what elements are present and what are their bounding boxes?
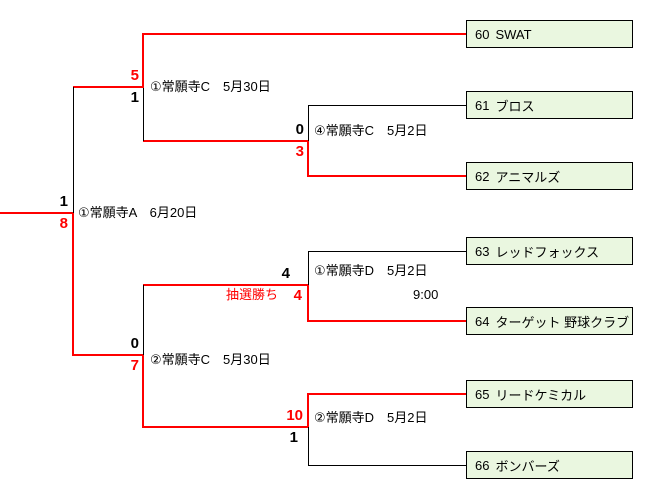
- connector-final-top-vertical: [73, 87, 74, 213]
- connector-semi1-stem: [73, 86, 144, 88]
- team-seed: 62: [475, 168, 490, 184]
- score-quarter4-top: 0: [295, 121, 304, 138]
- connector-quarter4-stem: [143, 140, 309, 142]
- connector-quarter1-stem: [143, 284, 309, 286]
- match-label-semi2: ②常願寺C 5月30日: [150, 352, 271, 367]
- score-semi2-bottom: 7: [130, 357, 139, 374]
- score-quarter4-bottom: 3: [295, 143, 304, 160]
- team-seed: 61: [475, 97, 490, 113]
- connector-team62-arm: [308, 175, 466, 177]
- score-final-top: 1: [59, 193, 68, 210]
- score-quarter2-top: 10: [286, 407, 303, 424]
- connector-team64-arm: [308, 320, 466, 322]
- connector-quarter1-top-vertical: [308, 251, 309, 285]
- connector-semi2-bottom-vertical: [142, 354, 144, 428]
- team-name: ボンバーズ: [495, 458, 560, 474]
- connector-semi2-top-vertical: [143, 285, 144, 355]
- connector-team60-arm: [143, 33, 466, 35]
- score-semi1-bottom: 1: [130, 89, 139, 106]
- score-quarter1-bottom: 4: [293, 287, 302, 304]
- match-label-semi1: ①常願寺C 5月30日: [150, 79, 271, 94]
- team-box-66: 66 ボンバーズ: [466, 451, 633, 479]
- score-semi1-top: 5: [130, 67, 139, 84]
- team-name: SWAT: [495, 26, 532, 42]
- connector-semi2-stem: [73, 354, 144, 356]
- team-name: レッドフォックス: [495, 244, 600, 260]
- connector-semi1-bottom-vertical: [143, 88, 144, 141]
- team-name: リードケミカル: [495, 387, 587, 403]
- match-label-quarter4: ④常願寺C 5月2日: [314, 123, 428, 138]
- team-name: アニマルズ: [495, 169, 561, 185]
- team-name: ブロス: [495, 98, 535, 114]
- connector-quarter2-stem: [143, 426, 309, 428]
- team-name: ターゲット 野球クラブ: [495, 314, 630, 330]
- connector-team61-arm: [308, 105, 466, 106]
- team-box-61: 61 ブロス: [466, 91, 633, 119]
- connector-team65-arm: [308, 393, 466, 395]
- score-semi2-top: 0: [130, 335, 139, 352]
- team-seed: 66: [475, 457, 490, 473]
- team-box-65: 65 リードケミカル: [466, 380, 633, 408]
- connector-quarter4-top-vertical: [308, 105, 309, 141]
- team-box-63: 63 レッドフォックス: [466, 237, 633, 265]
- connector-quarter2-bottom-vertical: [308, 427, 309, 466]
- lottery-win-note: 抽選勝ち: [225, 287, 278, 302]
- team-box-62: 62 アニマルズ: [466, 162, 633, 190]
- connector-quarter4-bottom-vertical: [307, 140, 309, 177]
- match-time-quarter1: 9:00: [413, 287, 439, 302]
- score-quarter2-bottom: 1: [289, 429, 298, 446]
- score-final-bottom: 8: [59, 215, 68, 232]
- team-seed: 60: [475, 26, 490, 42]
- connector-final-stem: [0, 212, 74, 214]
- match-label-final: ①常願寺A 6月20日: [78, 205, 198, 220]
- connector-final-bottom-vertical: [72, 212, 74, 356]
- team-seed: 63: [475, 243, 490, 259]
- team-box-64: 64 ターゲット 野球クラブ: [466, 307, 633, 335]
- team-seed: 64: [475, 313, 490, 329]
- team-seed: 65: [475, 386, 490, 402]
- connector-quarter2-top-vertical: [307, 393, 309, 428]
- connector-team66-arm: [308, 465, 466, 466]
- match-label-quarter2: ②常願寺D 5月2日: [314, 410, 428, 425]
- connector-semi1-top-vertical: [142, 33, 144, 88]
- match-label-quarter1: ①常願寺D 5月2日: [314, 263, 428, 278]
- connector-team63-arm: [308, 251, 466, 252]
- team-box-60: 60 SWAT: [466, 20, 633, 48]
- score-quarter1-top: 4: [281, 265, 290, 282]
- connector-quarter1-bottom-vertical: [307, 284, 309, 322]
